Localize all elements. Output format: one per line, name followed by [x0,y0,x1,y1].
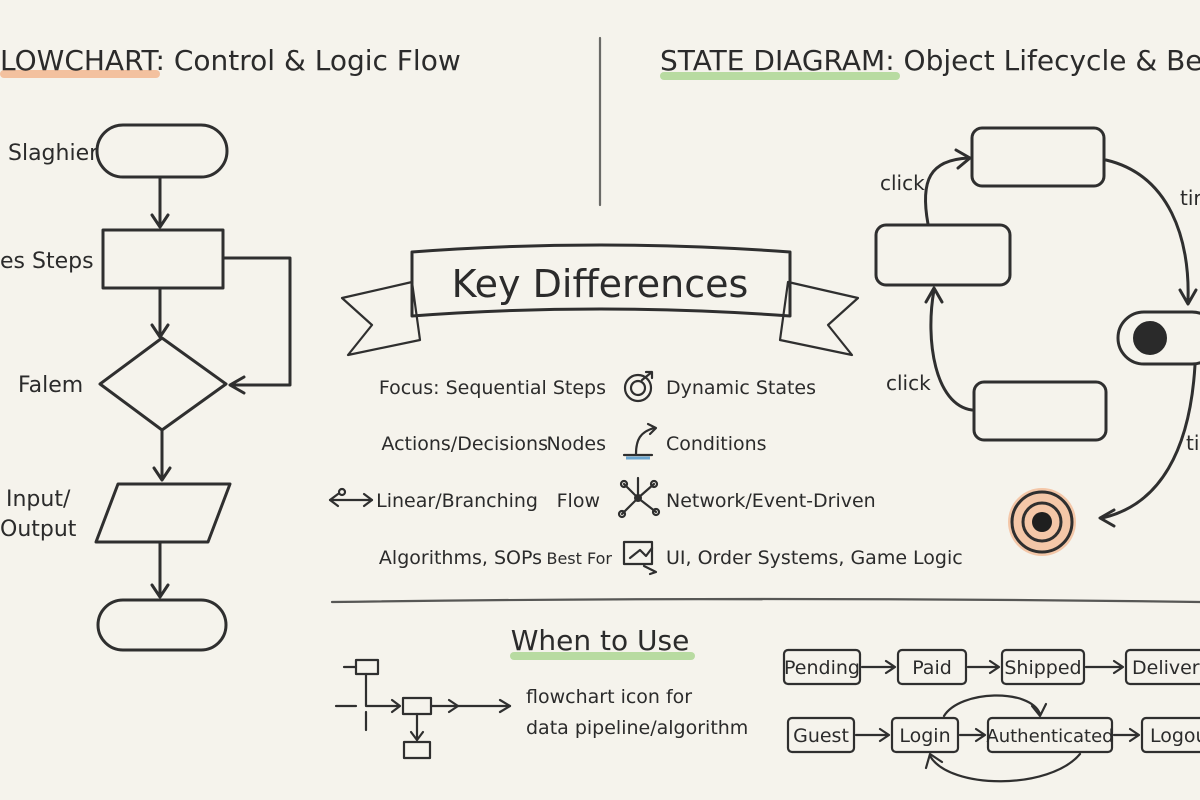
comparison-right-1: Dynamic States [666,377,816,399]
order-state-delivered-label: Delivere [1132,657,1200,679]
network-icon [617,476,661,519]
auth-loop-arrowhead [1030,702,1048,718]
transition-label-time-top: tir [1180,186,1200,210]
auth-arrow [854,727,891,743]
comparison-middle-4: Best For [546,549,612,568]
order-state-delivered [1124,648,1200,686]
flowchart-decision-label: Falem [18,373,83,398]
flowchart-arrowhead [150,213,170,229]
toggle-knob-icon [1133,321,1167,355]
transition-timer-bottom [1100,363,1197,520]
order-state-shipped [1000,648,1086,686]
banner-ribbon [410,243,792,318]
auth-state-logout [1140,716,1200,754]
banner-tail-right [778,280,860,357]
order-arrow [966,659,1001,675]
transition-label-click-top: click [880,171,925,195]
flowchart-loop-arrowhead [228,375,246,395]
transition-arrowhead [1178,288,1198,306]
mini-flowchart-icon [334,658,512,760]
auth-state-guest-label: Guest [793,725,849,747]
auth-arrow [1112,727,1141,743]
transition-label-click-bottom: click [886,371,931,395]
flowchart-start-label: Slaghier [8,141,99,166]
flowchart-title: LOWCHART: Control & Logic Flow [0,44,461,77]
comparison-right-3: Network/Event-Driven [666,490,876,512]
final-state-outer-ring [1010,490,1074,554]
transition-arrowhead [924,286,944,304]
auth-loop-arrowhead [924,752,944,770]
comparison-left-1: Focus: Sequential Steps [379,377,606,399]
state-diagram-title-underline [660,72,900,80]
comparison-right-4: UI, Order Systems, Game Logic [666,547,963,569]
transition-label-time-bottom: ti [1186,431,1199,455]
flowchart-arrowhead [150,583,170,599]
order-state-pending-label: Pending [784,657,860,679]
transition-click-top [923,156,970,226]
auth-state-guest [786,716,856,754]
order-arrow [1084,659,1125,675]
lever-icon [622,422,658,460]
comparison-right-2: Conditions [666,433,767,455]
circular-arrow-icon [623,370,654,403]
comparison-left-3: Linear/Branching [376,490,538,512]
flowchart-io-label-line1: Input/ [6,487,71,512]
comparison-middle-2: Nodes [547,433,607,455]
flowchart-process-box [101,228,225,290]
auth-state-authenticated-label: Authenticated [986,726,1113,747]
transition-arrowhead [954,148,972,170]
when-to-use-underline [510,652,695,660]
banner-tail-left [340,280,422,357]
comparison-left-2: Actions/Decisions [381,433,548,455]
flowchart-io-parallelogram [94,482,232,544]
banner-title: Key Differences [452,262,749,306]
state-diagram-section: STATE DIAGRAM: Object Lifecycle & Beh cl… [660,44,1200,556]
transition-timer-top [1104,158,1190,302]
transition-click-bottom [929,288,974,412]
auth-arrow [958,727,987,743]
flowchart-io-label-line2: Output [0,517,77,542]
key-differences-section: Key Differences Focus: Sequential Steps … [328,243,963,576]
flowchart-use-caption-line2: data pipeline/algorithm [526,717,748,739]
state-box-top [970,126,1106,188]
auth-state-logout-label: Logout [1150,725,1200,747]
state-diagram-title: STATE DIAGRAM: Object Lifecycle & Beh [660,44,1200,77]
state-box-bottom [972,380,1108,442]
transition-arrowhead [1098,508,1116,528]
flowchart-arrowhead [152,466,172,482]
auth-state-login-label: Login [899,725,950,747]
state-box-active [874,223,1012,287]
order-state-paid [896,648,968,686]
section-divider-horizontal [330,597,1200,604]
when-to-use-title: When to Use [511,624,690,657]
flowchart-start-terminator [95,123,229,179]
auth-state-login [890,716,960,754]
auth-loop-top [942,694,1042,718]
flowchart-decision-diamond [98,336,228,432]
order-state-pending [782,648,862,686]
window-cursor-icon [622,540,658,576]
state-box-toggle [1116,310,1200,366]
order-state-shipped-label: Shipped [1004,657,1081,679]
flowchart-title-underline [0,70,160,78]
flowchart-end-terminator [96,598,228,652]
flowchart-use-caption-line1: flowchart icon for [526,686,692,708]
auth-state-authenticated [986,716,1114,754]
flowchart-arrowhead [150,323,170,339]
auth-loop-bottom [928,752,1082,783]
flowchart-section: LOWCHART: Control & Logic Flow Slaghier … [0,44,461,652]
comparison-left-4: Algorithms, SOPs [379,547,542,569]
final-state-inner-ring [1021,501,1063,543]
comparison-middle-3: Flow [557,490,600,512]
flowchart-loop-line [221,256,292,387]
order-state-paid-label: Paid [912,657,952,679]
final-state-target-icon [1032,512,1052,532]
flowchart-process-label: es Steps [0,249,94,274]
order-arrow [860,659,897,675]
double-arrow-icon [328,487,374,508]
when-to-use-section: When to Use flowchart icon for data pipe… [334,624,1200,783]
